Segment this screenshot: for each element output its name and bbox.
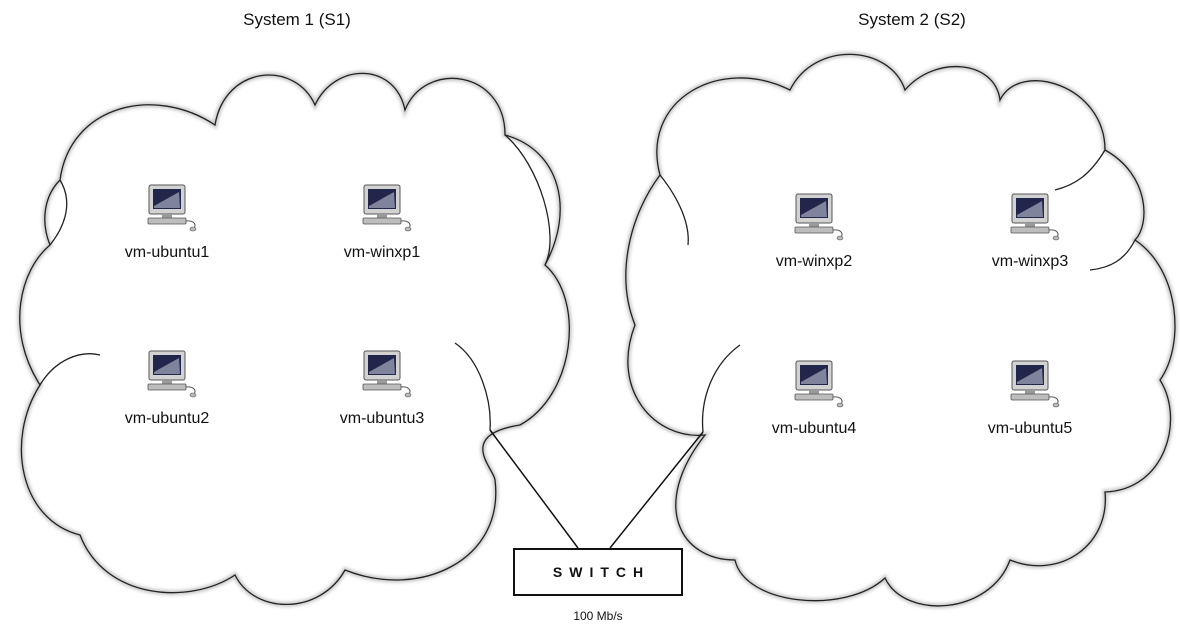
computer-icon <box>362 184 412 232</box>
host-label: vm-winxp1 <box>343 244 421 261</box>
host-vm-winxp1: vm-winxp1 <box>312 184 452 262</box>
switch-label: SWITCH <box>552 564 651 580</box>
computer-icon <box>794 193 844 241</box>
system-2-title: System 2 (S2) <box>858 10 966 29</box>
link-s2-switch <box>609 431 704 549</box>
host-vm-ubuntu1: vm-ubuntu1 <box>97 184 237 262</box>
host-vm-ubuntu5: vm-ubuntu5 <box>960 360 1100 438</box>
computer-icon <box>1010 193 1060 241</box>
switch-box: SWITCH <box>513 548 683 596</box>
host-vm-ubuntu2: vm-ubuntu2 <box>97 350 237 428</box>
host-label: vm-ubuntu3 <box>339 410 425 427</box>
host-vm-ubuntu3: vm-ubuntu3 <box>312 350 452 428</box>
computer-icon <box>1010 360 1060 408</box>
host-label: vm-ubuntu5 <box>987 420 1073 437</box>
cloud-system-1 <box>17 70 572 607</box>
computer-icon <box>794 360 844 408</box>
switch-speed-label: 100 Mb/s <box>573 609 623 623</box>
host-vm-winxp3: vm-winxp3 <box>960 193 1100 271</box>
host-vm-ubuntu4: vm-ubuntu4 <box>744 360 884 438</box>
host-label: vm-ubuntu2 <box>124 410 210 427</box>
computer-icon <box>362 350 412 398</box>
cloud-system-2 <box>623 51 1178 609</box>
host-vm-winxp2: vm-winxp2 <box>744 193 884 271</box>
system-1-title: System 1 (S1) <box>243 10 351 29</box>
link-s1-switch <box>489 429 579 549</box>
host-label: vm-winxp2 <box>775 253 853 270</box>
host-label: vm-winxp3 <box>991 253 1069 270</box>
host-label: vm-ubuntu4 <box>771 420 857 437</box>
computer-icon <box>147 184 197 232</box>
computer-icon <box>147 350 197 398</box>
host-label: vm-ubuntu1 <box>124 244 210 261</box>
